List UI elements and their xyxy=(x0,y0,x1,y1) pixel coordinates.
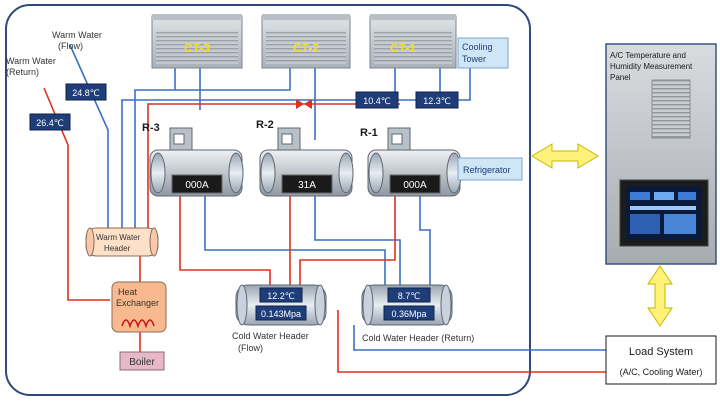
display-warm-return-temp: 26.4℃ xyxy=(29,113,71,131)
display-warm-flow-temp: 24.8℃ xyxy=(65,83,107,101)
cooling-tower-label-box xyxy=(457,37,509,69)
svg-text:24.8℃: 24.8℃ xyxy=(72,88,100,98)
cooling-tower-ct2: CT-2 xyxy=(261,14,351,69)
cold-return-label: Cold Water Header (Return) xyxy=(362,333,474,343)
load-system-label-line1: Load System xyxy=(629,346,693,358)
panel-label-line3: Panel xyxy=(610,73,631,82)
horizontal-double-arrow-icon xyxy=(531,143,599,169)
cold-return-pressure: 0.36Mpa xyxy=(391,309,426,319)
load-system-box: Load System (A/C, Cooling Water) xyxy=(605,335,717,385)
boiler: Boiler xyxy=(119,351,165,371)
cold-flow-label-line2: (Flow) xyxy=(238,343,263,353)
warm-header-label-line2: Header xyxy=(104,244,131,253)
refrigerator-label-r3: R-3 xyxy=(142,122,160,134)
svg-text:26.4℃: 26.4℃ xyxy=(36,118,64,128)
panel-label-line1: A/C Temperature and xyxy=(610,51,686,60)
svg-text:10.4℃: 10.4℃ xyxy=(363,96,391,106)
heat-exchanger-label-line2: Exchanger xyxy=(116,298,159,308)
warm-water-header: Warm Water Header xyxy=(85,227,159,257)
warm-flow-label-line2: (Flow) xyxy=(58,41,83,51)
tower-label-ct3: CT-3 xyxy=(184,41,210,55)
warm-header-label-line1: Warm Water xyxy=(96,233,141,242)
refrigerator-current-r1: 000A xyxy=(403,180,427,191)
warm-flow-pipe xyxy=(69,44,109,228)
coil-icon xyxy=(121,319,155,329)
refrigerator-current-r3: 000A xyxy=(185,180,209,191)
cold-flow-pressure: 0.143Mpa xyxy=(261,309,301,319)
cold-return-temp: 8.7℃ xyxy=(398,291,421,301)
cold-flow-temp: 12.2℃ xyxy=(267,291,295,301)
tower-label-ct1: CT-1 xyxy=(390,41,416,55)
cold-flow-label-line1: Cold Water Header xyxy=(232,331,309,341)
refrigerator-r3: R-3 000A xyxy=(142,122,244,197)
cooling-tower-ct1: CT-1 xyxy=(369,14,457,69)
refrigerator-label-r2: R-2 xyxy=(256,119,274,131)
warm-return-label-line2: (Return) xyxy=(6,67,39,77)
measurement-panel: A/C Temperature and Humidity Measurement… xyxy=(605,43,717,265)
refrigerator-current-r2: 31A xyxy=(298,180,316,191)
svg-text:12.3℃: 12.3℃ xyxy=(423,96,451,106)
cooling-tower-label-line1: Cooling xyxy=(462,42,493,52)
cooling-tower-ct3: CT-3 xyxy=(151,14,243,69)
tower-label-ct2: CT-2 xyxy=(293,41,319,55)
valve-icon xyxy=(296,99,312,109)
cold-water-header-return: 8.7℃ 0.36Mpa Cold Water Header (Return) xyxy=(361,284,474,343)
panel-label-line2: Humidity Measurement xyxy=(610,62,693,71)
load-system-label-line2: (A/C, Cooling Water) xyxy=(620,367,703,377)
heat-exchanger: Heat Exchanger xyxy=(111,281,167,333)
cooling-tower-label-line2: Tower xyxy=(462,54,486,64)
warm-flow-label-line1: Warm Water xyxy=(52,30,102,40)
pipe-network xyxy=(43,44,606,373)
display-ct1-left-temp: 10.4℃ xyxy=(355,91,399,109)
vertical-double-arrow-icon xyxy=(647,265,673,327)
warm-return-label-line1: Warm Water xyxy=(6,56,56,66)
refrigerator-label-text: Refrigerator xyxy=(463,165,511,175)
boiler-label: Boiler xyxy=(129,357,155,368)
cold-water-header-flow: 12.2℃ 0.143Mpa Cold Water Header (Flow) xyxy=(232,284,327,353)
refrigerator-r2: R-2 31A xyxy=(256,119,354,197)
display-ct1-right-temp: 12.3℃ xyxy=(415,91,459,109)
heat-exchanger-label-line1: Heat xyxy=(118,287,138,297)
refrigerator-label-box xyxy=(457,157,523,181)
refrigerator-label-r1: R-1 xyxy=(360,127,378,139)
